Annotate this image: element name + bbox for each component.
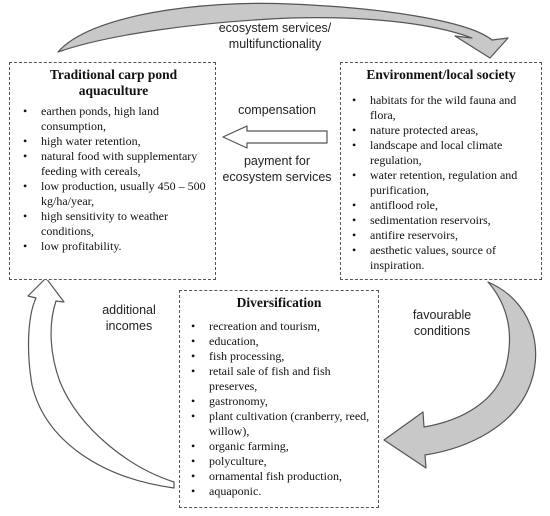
list-item: fish processing,	[184, 349, 374, 364]
left-curved-arrow	[27, 277, 175, 489]
traditional-aquaculture-box: Traditional carp pond aquaculture earthe…	[9, 62, 216, 280]
list-item: recreation and tourism,	[184, 319, 374, 334]
list-item: sedimentation reservoirs,	[345, 213, 537, 228]
list-item: polyculture,	[184, 454, 374, 469]
list-item: high sensitivity to weather conditions,	[16, 209, 211, 239]
additional-incomes-label: additional incomes	[102, 303, 156, 333]
list-item: landscape and local climate regulation,	[345, 138, 537, 168]
list-item: low profitability.	[16, 239, 211, 254]
list-item: antiflood role,	[345, 198, 537, 213]
payment-label: payment for ecosystem services	[222, 154, 332, 184]
list-item: natural food with supplementary feeding …	[16, 149, 211, 179]
compensation-arrow	[222, 125, 328, 149]
traditional-list: earthen ponds, high land consumption, hi…	[16, 104, 211, 254]
list-item: plant cultivation (cranberry, reed, will…	[184, 409, 374, 439]
list-item: low production, usually 450 – 500 kg/ha/…	[16, 179, 211, 209]
list-item: retail sale of fish and fish preserves,	[184, 364, 374, 394]
list-item: antifire reservoirs,	[345, 228, 537, 243]
environment-list: habitats for the wild fauna and flora, n…	[345, 93, 537, 273]
list-item: organic farming,	[184, 439, 374, 454]
ecosystem-services-label: ecosystem services/ multifunctionality	[218, 21, 332, 51]
list-item: water retention, regulation and purifica…	[345, 168, 537, 198]
list-item: high water retention,	[16, 134, 211, 149]
traditional-title: Traditional carp pond aquaculture	[49, 67, 178, 98]
favourable-conditions-label: favourable conditions	[412, 308, 472, 338]
environment-title: Environment/local society	[366, 67, 516, 82]
list-item: aesthetic values, source of inspiration.	[345, 243, 537, 273]
diversification-box: Diversification recreation and tourism, …	[179, 290, 379, 508]
top-curved-arrow	[57, 2, 509, 59]
list-item: gastronomy,	[184, 394, 374, 409]
right-curved-arrow	[383, 281, 537, 469]
diversification-list: recreation and tourism, education, fish …	[184, 319, 374, 499]
list-item: ornamental fish production,	[184, 469, 374, 484]
list-item: earthen ponds, high land consumption,	[16, 104, 211, 134]
diversification-title: Diversification	[236, 295, 322, 310]
list-item: aquaponic.	[184, 484, 374, 499]
list-item: education,	[184, 334, 374, 349]
compensation-label: compensation	[238, 103, 316, 117]
list-item: habitats for the wild fauna and flora,	[345, 93, 537, 123]
list-item: nature protected areas,	[345, 123, 537, 138]
environment-society-box: Environment/local society habitats for t…	[340, 62, 542, 280]
